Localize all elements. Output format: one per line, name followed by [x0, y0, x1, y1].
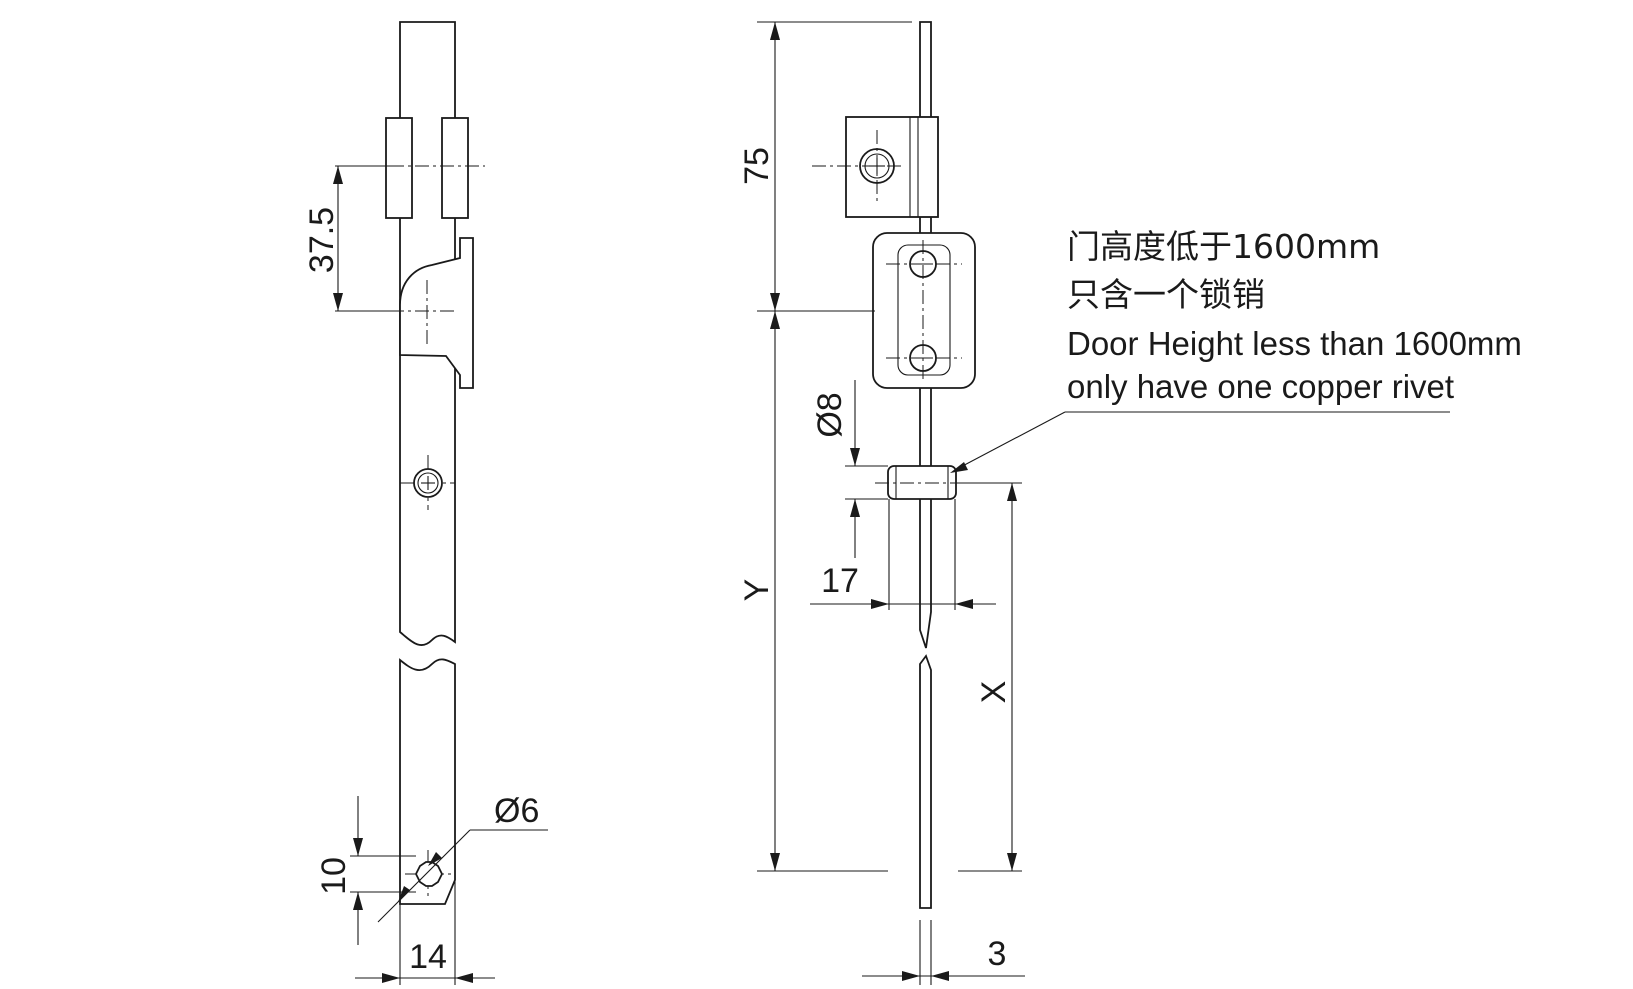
dim-3: 3 — [988, 935, 1007, 973]
rod-lower — [399, 658, 456, 905]
guide-block-right — [441, 117, 469, 219]
dim-d8: Ø8 — [811, 392, 849, 437]
side-view: 75 Y Ø8 17 X 3 — [738, 21, 1450, 985]
slot-hole — [414, 861, 444, 887]
front-view: 37.5 10 14 Ø6 — [303, 21, 548, 985]
guide-block-left — [385, 117, 413, 219]
note-block: 门高度低于1600mm 只含一个锁销 Door Height less than… — [1067, 227, 1522, 405]
dim-d6: Ø6 — [494, 792, 539, 830]
side-bar-lower — [919, 654, 932, 909]
dim-14: 14 — [409, 938, 447, 976]
note-cn-line1: 门高度低于1600mm — [1067, 227, 1380, 266]
dim-17: 17 — [821, 562, 859, 600]
note-en-line1: Door Height less than 1600mm — [1067, 325, 1522, 362]
latch-cam — [399, 237, 474, 389]
dim-75: 75 — [738, 147, 776, 185]
dim-y: Y — [738, 579, 776, 602]
dim-x: X — [975, 681, 1013, 704]
note-cn-line2: 只含一个锁销 — [1067, 275, 1265, 314]
note-en-line2: only have one copper rivet — [1067, 368, 1454, 405]
dim-37-5: 37.5 — [303, 207, 341, 273]
dim-10: 10 — [315, 857, 353, 895]
